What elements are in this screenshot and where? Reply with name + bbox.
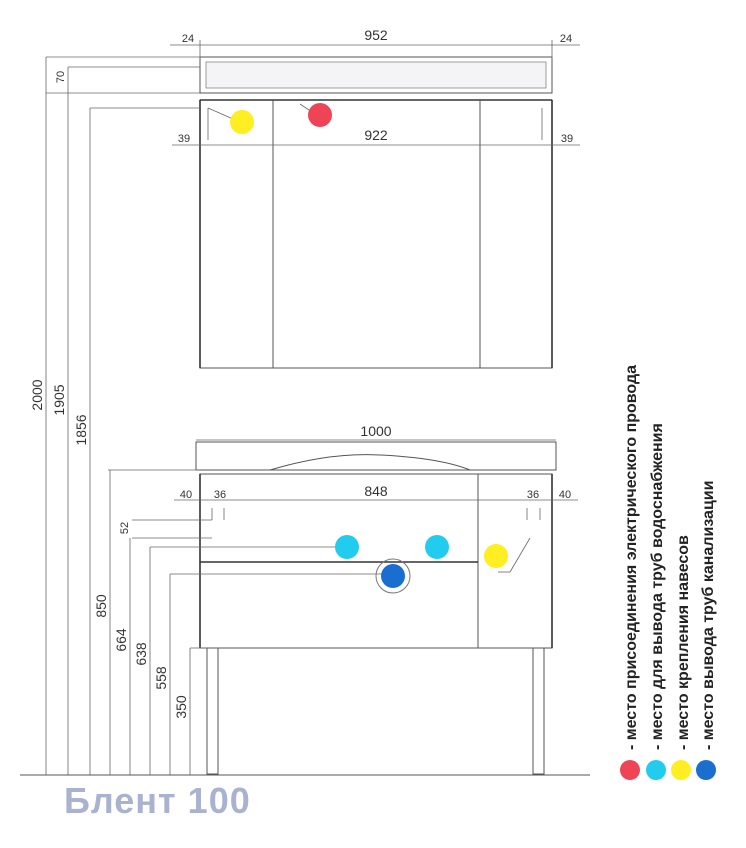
marker-yellow-upper [230, 110, 254, 134]
markers [230, 103, 508, 594]
legend-text-drain: - место вывода труб канализации [700, 481, 717, 750]
height-638: 638 [133, 642, 149, 666]
leg-left [206, 647, 219, 775]
legend-text-electric: - место присоединения электрического про… [623, 365, 640, 750]
legend-dot-yellow [671, 760, 691, 780]
leg-right [532, 647, 545, 775]
height-1905: 1905 [51, 384, 67, 415]
lower-dimensions: 1000 848 40 36 36 40 52 [108, 423, 578, 575]
dim-36-left: 36 [214, 489, 226, 501]
height-850: 850 [93, 594, 109, 618]
dim-52: 52 [119, 522, 131, 534]
dim-36-right: 36 [527, 489, 539, 501]
lower-countertop [195, 441, 557, 471]
height-558: 558 [153, 666, 169, 690]
dim-952: 952 [364, 27, 388, 43]
legend-text-water: - место для вывода труб водоснабжения [649, 423, 666, 750]
legend-text-hangers: - место крепления навесов [675, 535, 692, 750]
height-1856: 1856 [73, 414, 89, 445]
marker-red-electric [308, 103, 332, 127]
marker-yellow-lower [484, 544, 508, 568]
marker-cyan-right [425, 535, 449, 559]
marker-blue-drain [381, 564, 405, 588]
upper-dimensions: 952 24 24 922 39 39 [46, 27, 580, 146]
dim-70: 70 [55, 71, 67, 83]
height-dimensions: 2000 1905 1856 850 664 638 558 350 70 [29, 57, 207, 775]
upper-top-panel [199, 56, 553, 94]
dim-40-left: 40 [180, 489, 192, 501]
legend-dot-cyan [646, 760, 666, 780]
marker-blue-ring [375, 558, 411, 594]
dim-40-right: 40 [559, 489, 571, 501]
product-title: Блент 100 [64, 780, 251, 821]
dim-24-right: 24 [560, 33, 572, 45]
lower-basin-curve [269, 454, 471, 471]
upper-top-light [205, 61, 547, 89]
height-2000: 2000 [29, 379, 45, 410]
upper-cabinet [199, 56, 553, 369]
legend: - место присоединения электрического про… [620, 365, 717, 780]
dim-24-left: 24 [182, 33, 194, 45]
legend-dot-red [620, 760, 640, 780]
dim-848: 848 [364, 483, 388, 499]
dim-922: 922 [364, 127, 388, 143]
legend-dot-blue [696, 760, 716, 780]
lower-cabinet [195, 441, 557, 775]
dim-39-left: 39 [178, 133, 190, 145]
height-350: 350 [173, 695, 189, 719]
marker-cyan-left [335, 535, 359, 559]
dim-39-right: 39 [561, 133, 573, 145]
height-664: 664 [113, 628, 129, 652]
dim-1000: 1000 [360, 423, 391, 439]
